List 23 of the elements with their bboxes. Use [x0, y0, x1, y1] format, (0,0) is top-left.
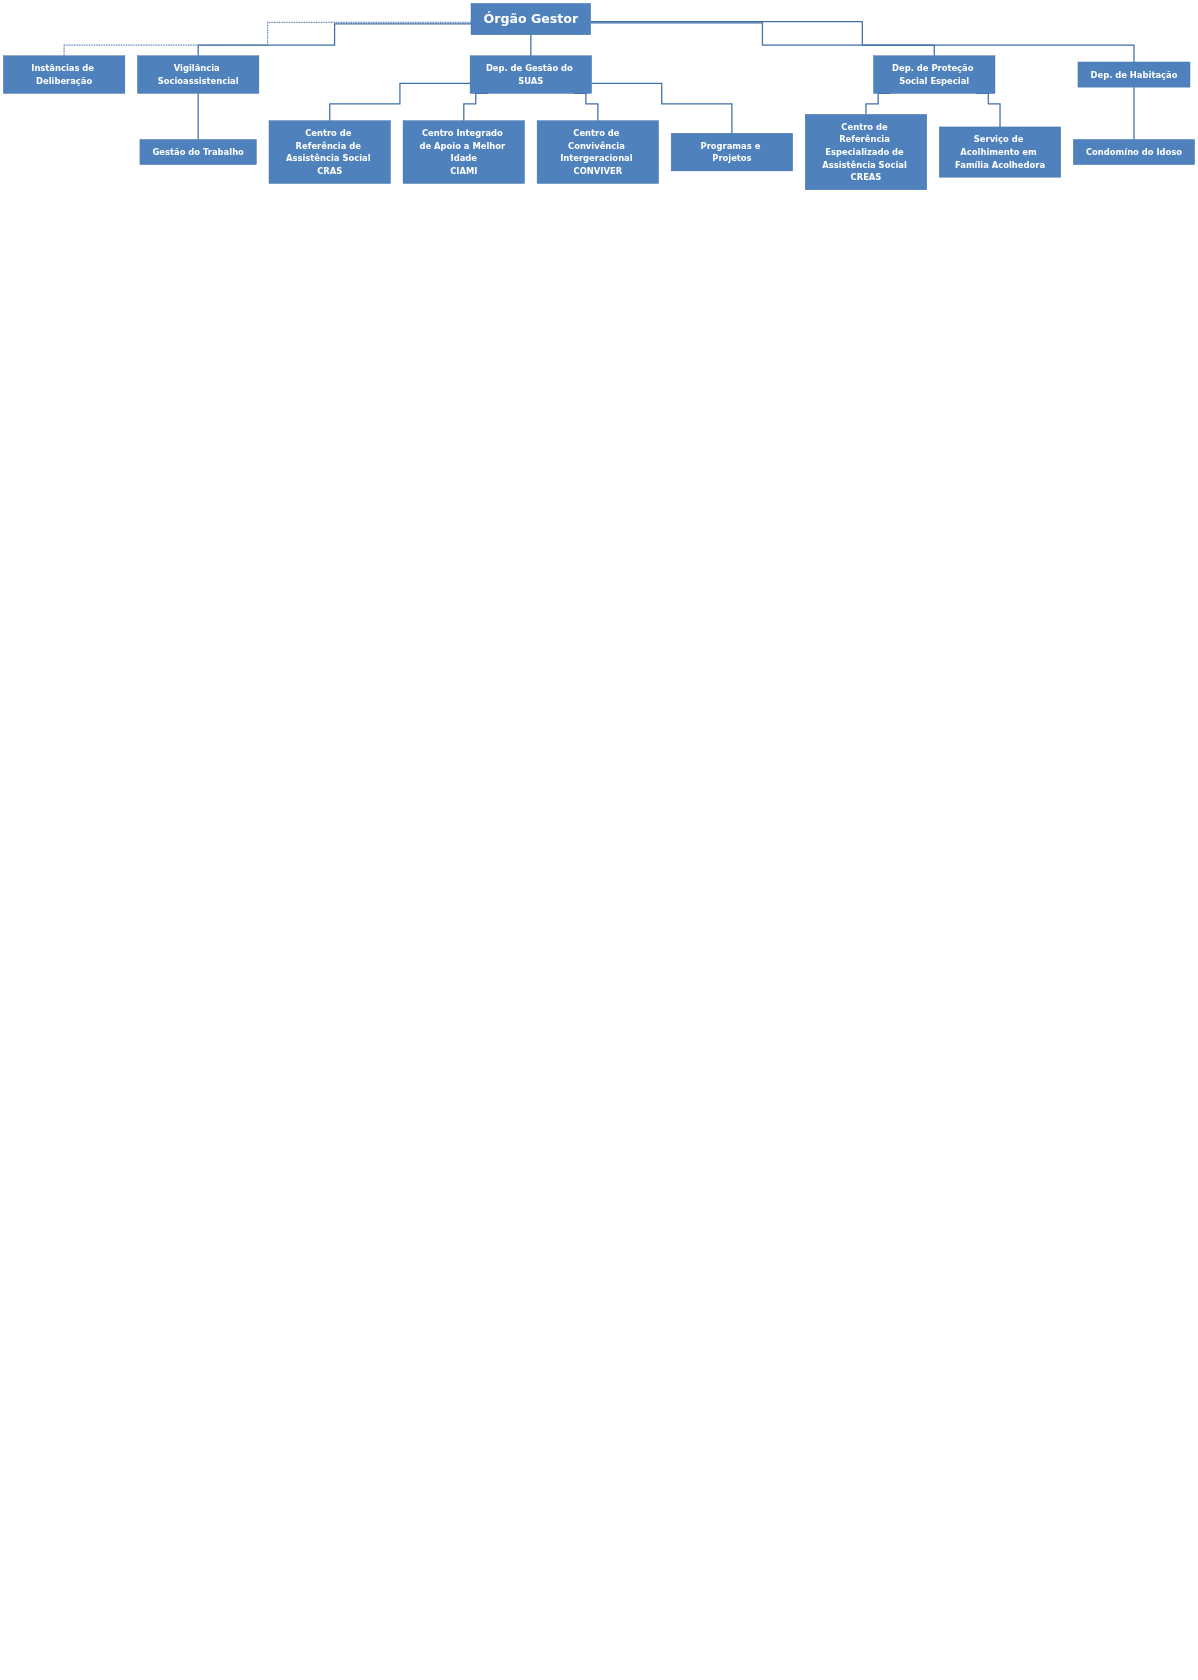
- connector: [197, 92, 199, 141]
- connector: [1133, 86, 1135, 141]
- node-box: Serviço de Acolhimento em Família Acolhedora: [939, 126, 1061, 178]
- connector: [63, 21, 472, 57]
- node-box: Dep. de Proteção Social Especial: [873, 55, 996, 94]
- connector: [329, 82, 471, 122]
- connector: [590, 21, 1135, 63]
- node-box: Vigilância Socioassistencial: [137, 55, 260, 94]
- node-box: Dep. de Habitação: [1077, 61, 1191, 88]
- node-box: Centro de Convivência Intergeracional CONVIVER: [536, 120, 659, 184]
- node-box: Programas e Projetos: [670, 133, 793, 172]
- node-box: Centro de Referência de Assistência Social CRAS: [268, 120, 391, 184]
- node-box: Dep. de Gestão do SUAS: [469, 55, 592, 94]
- connector: [590, 82, 733, 134]
- node-box: Instâncias de Deliberação: [3, 55, 126, 94]
- node-box: Gestão do Trabalho: [139, 139, 257, 165]
- node-box: Centro de Referência Especializado de Assistência Social CREAS: [805, 114, 927, 190]
- connector: [590, 22, 935, 57]
- node-box: Órgão Gestor: [470, 3, 591, 35]
- node-box: Condomíno do Idoso: [1073, 139, 1195, 165]
- connector: [530, 34, 532, 57]
- node-box: Centro Integrado de Apoio a Melhor Idade CIAMI: [402, 120, 525, 184]
- connector: [197, 23, 472, 57]
